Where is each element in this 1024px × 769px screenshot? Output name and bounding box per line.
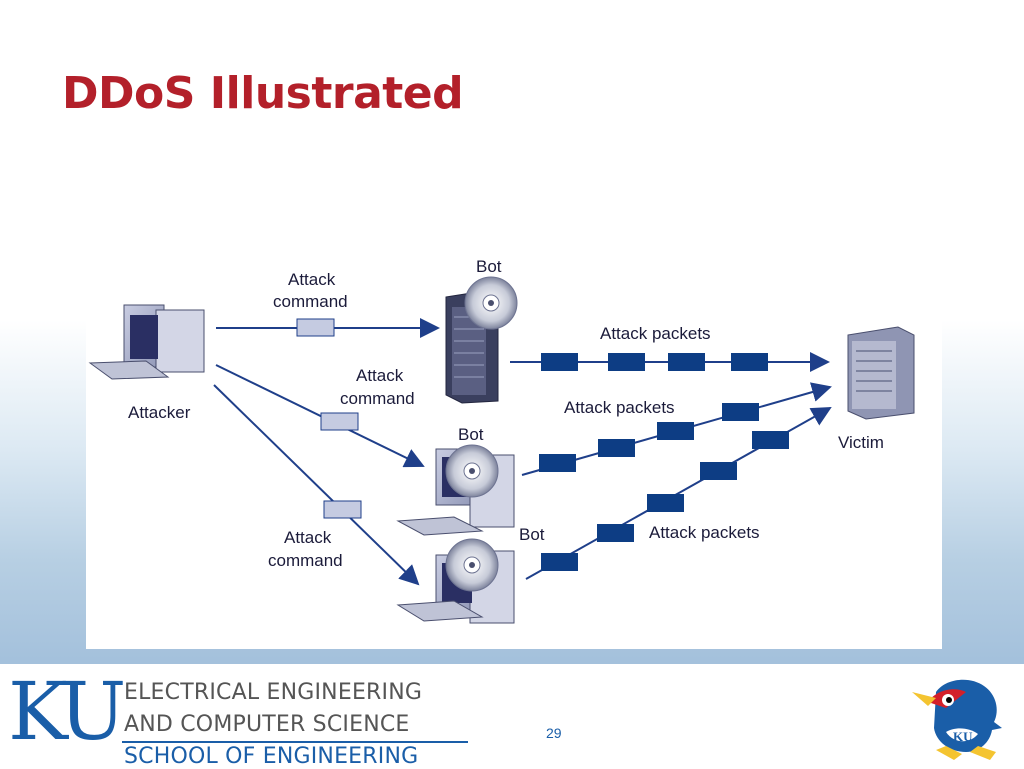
attack-packet — [541, 553, 578, 571]
ku-logo: KU — [8, 665, 126, 758]
command-packet — [323, 500, 362, 519]
bot-label-bottom: Bot — [519, 525, 545, 544]
slide-title: DDoS Illustrated — [62, 68, 464, 119]
attack-packets-label-bottom: Attack packets — [649, 523, 760, 542]
attack-packet — [657, 422, 694, 440]
attack-command-label-bottom: Attack command — [268, 528, 343, 570]
attack-packet — [731, 353, 768, 371]
attacker-computer-icon — [88, 304, 205, 380]
dept-line-2: AND COMPUTER SCIENCE — [124, 712, 410, 737]
attack-packets-top — [541, 353, 768, 371]
dept-line-1: ELECTRICAL ENGINEERING — [124, 680, 423, 705]
attack-packet — [598, 439, 635, 457]
bot-label-top: Bot — [476, 257, 502, 276]
attack-packets-label-top: Attack packets — [600, 324, 711, 343]
attack-packet — [597, 524, 634, 542]
attack-packet — [539, 454, 576, 472]
attack-packet — [647, 494, 684, 512]
ddos-diagram: Attacker Attack command Attack command A… — [86, 235, 942, 649]
bot-disc-icon — [445, 538, 499, 592]
command-packet — [320, 412, 359, 431]
command-packet — [296, 318, 335, 337]
attack-packet — [668, 353, 705, 371]
page-number: 29 — [546, 725, 562, 741]
victim-label: Victim — [838, 433, 884, 452]
bot-label-middle: Bot — [458, 425, 484, 444]
attack-packet — [752, 431, 789, 449]
bot-disc-icon — [445, 444, 499, 498]
victim-server-icon — [847, 326, 915, 420]
footer-bar — [0, 664, 1024, 768]
bot-disc-icon — [464, 276, 518, 330]
attack-packet — [608, 353, 645, 371]
attack-packets-label-middle: Attack packets — [564, 398, 675, 417]
dept-line-3: SCHOOL OF ENGINEERING — [124, 744, 419, 769]
attack-packet — [722, 403, 759, 421]
attack-packets-middle — [539, 403, 759, 472]
command-arrow-middle — [215, 364, 425, 468]
svg-text:KU: KU — [953, 729, 973, 744]
attack-command-label-top: Attack command — [273, 270, 348, 311]
footer-divider — [122, 741, 468, 743]
attack-command-label-middle: Attack command — [340, 366, 415, 408]
command-arrow-bottom — [213, 384, 420, 586]
attack-packets-bottom — [541, 431, 789, 571]
attack-packet — [541, 353, 578, 371]
attacker-label: Attacker — [128, 403, 191, 422]
jayhawk-mascot-icon: KU — [912, 679, 1002, 760]
attack-packet — [700, 462, 737, 480]
